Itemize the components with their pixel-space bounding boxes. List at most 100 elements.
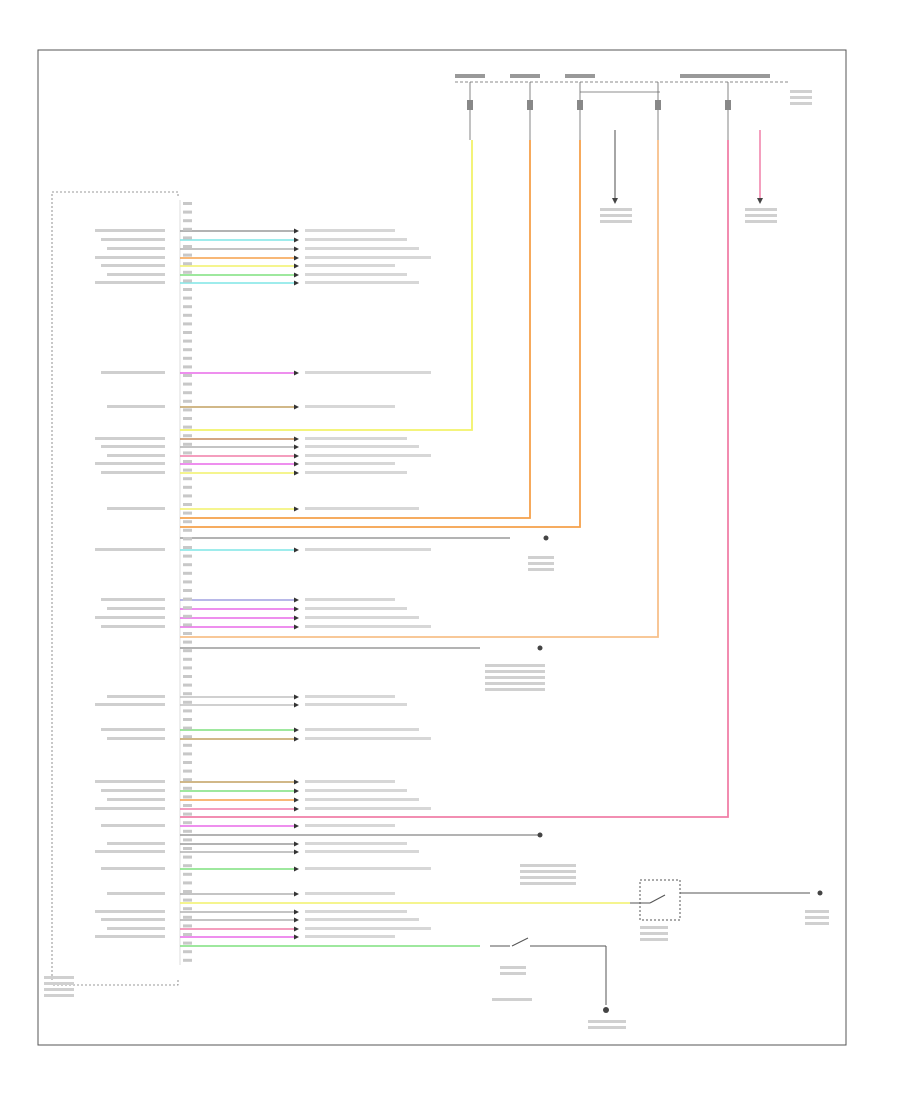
- module-pin-label: [107, 695, 165, 698]
- destination-system-label: [305, 281, 419, 284]
- module-pin-label: [95, 281, 165, 284]
- destination-system-label: [305, 405, 395, 408]
- connector-arrow: [294, 263, 299, 269]
- destination-system-label: [305, 850, 419, 853]
- pin-number: [183, 288, 192, 291]
- destination-system-label: [305, 892, 395, 895]
- pin-number: [183, 425, 192, 429]
- pin-number: [183, 933, 192, 936]
- connector-arrow: [294, 917, 299, 923]
- destination-system-label: [305, 437, 407, 440]
- pin-number: [183, 563, 192, 567]
- pin-number: [183, 847, 192, 850]
- row-end-arrows: [294, 228, 299, 940]
- pin-number: [183, 623, 192, 627]
- pin-number: [183, 597, 192, 601]
- destination-system-label: [305, 728, 419, 731]
- connector-arrow: [294, 841, 299, 847]
- destination-system-label: [305, 247, 419, 250]
- pin-number: [183, 296, 192, 300]
- pin-number: [183, 408, 192, 412]
- pin-number: [183, 322, 192, 326]
- module-pin-label: [101, 238, 165, 241]
- module-pin-label: [95, 910, 165, 913]
- connector-arrow: [294, 370, 299, 376]
- connector-arrow: [294, 727, 299, 733]
- module-pin-label: [101, 471, 165, 474]
- module-pin-label: [101, 728, 165, 731]
- pin-number: [183, 339, 192, 343]
- pin-number: [183, 503, 192, 506]
- right-label-placeholders: [305, 229, 431, 938]
- pin-number: [183, 227, 192, 231]
- pin-number: [183, 494, 192, 498]
- pin-number: [183, 279, 192, 283]
- pin-number: [183, 958, 192, 962]
- pin-number: [183, 520, 192, 524]
- destination-system-label: [305, 703, 407, 706]
- connector-arrow: [294, 453, 299, 459]
- pin-number: [183, 924, 192, 928]
- pin-number: [183, 726, 192, 730]
- pin-number: [183, 313, 192, 317]
- pin-number: [183, 434, 192, 438]
- pin-number: [183, 898, 192, 902]
- pin-number: [183, 795, 192, 799]
- connector-arrow: [294, 806, 299, 812]
- pin-number: [183, 399, 192, 403]
- pin-number: [183, 365, 192, 369]
- connector-arrow: [294, 909, 299, 915]
- connector-arrow: [294, 272, 299, 278]
- pin-number: [183, 666, 192, 670]
- branch-wires: [614, 130, 761, 200]
- pin-number: [183, 804, 192, 807]
- pin-number: [183, 348, 192, 352]
- destination-system-label: [305, 867, 431, 870]
- destination-system-label: [305, 824, 395, 827]
- destination-system-label: [305, 507, 419, 510]
- module-pin-label: [101, 789, 165, 792]
- feed-wires: [180, 140, 729, 818]
- pin-number: [183, 262, 192, 266]
- pin-number: [183, 950, 192, 954]
- pin-number: [183, 821, 192, 825]
- pin-number: [183, 460, 192, 463]
- destination-system-label: [305, 789, 407, 792]
- pin-number: [183, 881, 192, 885]
- pin-number: [183, 675, 192, 678]
- connector-arrow: [294, 702, 299, 708]
- module-pin-label: [107, 507, 165, 510]
- destination-system-label: [305, 462, 395, 465]
- pin-number: [183, 614, 192, 618]
- pin-number: [183, 718, 192, 721]
- module-pin-label: [107, 247, 165, 250]
- pin-number: [183, 743, 192, 747]
- pin-number: [183, 511, 192, 515]
- connector-arrow: [294, 934, 299, 940]
- pin-number: [183, 253, 192, 257]
- destination-system-label: [305, 371, 431, 374]
- destination-system-label: [305, 910, 407, 913]
- module-pin-label: [101, 824, 165, 827]
- destination-system-label: [305, 616, 419, 619]
- signal-rows: [180, 230, 630, 947]
- connector-arrow: [294, 237, 299, 243]
- pin-number: [183, 915, 192, 919]
- pin-number: [183, 485, 192, 489]
- module-pin-label: [95, 807, 165, 810]
- connector-arrow: [294, 797, 299, 803]
- module-pin-label: [107, 892, 165, 895]
- ground-symbol: [537, 535, 823, 1013]
- body-control-module-outline: [51, 191, 179, 986]
- pin-number: [183, 580, 192, 584]
- pin-number: [183, 219, 192, 223]
- fuse-stubs: [469, 82, 729, 140]
- connector-arrow: [294, 891, 299, 897]
- pin-number: [183, 769, 192, 773]
- module-pin-label: [95, 437, 165, 440]
- pin-number: [183, 855, 192, 859]
- switch-symbol: [490, 937, 607, 1005]
- pin-number: [183, 571, 192, 575]
- pin-number: [183, 305, 192, 309]
- pin-number: [183, 606, 192, 610]
